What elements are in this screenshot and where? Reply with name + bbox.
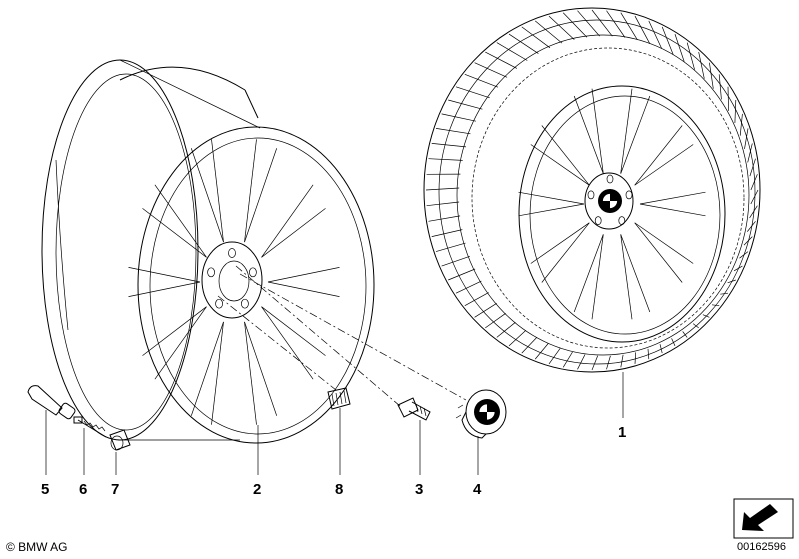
- valve-cap: [109, 429, 131, 451]
- balance-weight: [327, 387, 351, 410]
- valve-insert: [73, 416, 107, 438]
- wheel-bolt: [397, 397, 431, 421]
- callout-2: 2: [253, 481, 261, 498]
- arrow-down-left-icon[interactable]: [733, 498, 794, 539]
- complete-wheel-tyre: [423, 7, 761, 373]
- callout-6: 6: [79, 481, 87, 498]
- bmw-roundel-icon: [474, 399, 500, 425]
- light-alloy-rim: [41, 59, 375, 444]
- callout-8: 8: [335, 481, 343, 498]
- callout-7: 7: [111, 481, 119, 498]
- callout-5: 5: [41, 481, 49, 498]
- callout-1: 1: [618, 424, 626, 441]
- document-id: 00162596: [737, 541, 786, 553]
- hub-cap: [455, 389, 507, 439]
- bmw-roundel-icon: [598, 189, 622, 213]
- callout-3: 3: [415, 481, 423, 498]
- copyright-text: © BMW AG: [6, 540, 68, 554]
- callout-4: 4: [473, 481, 482, 498]
- tyre-valve: [27, 385, 76, 420]
